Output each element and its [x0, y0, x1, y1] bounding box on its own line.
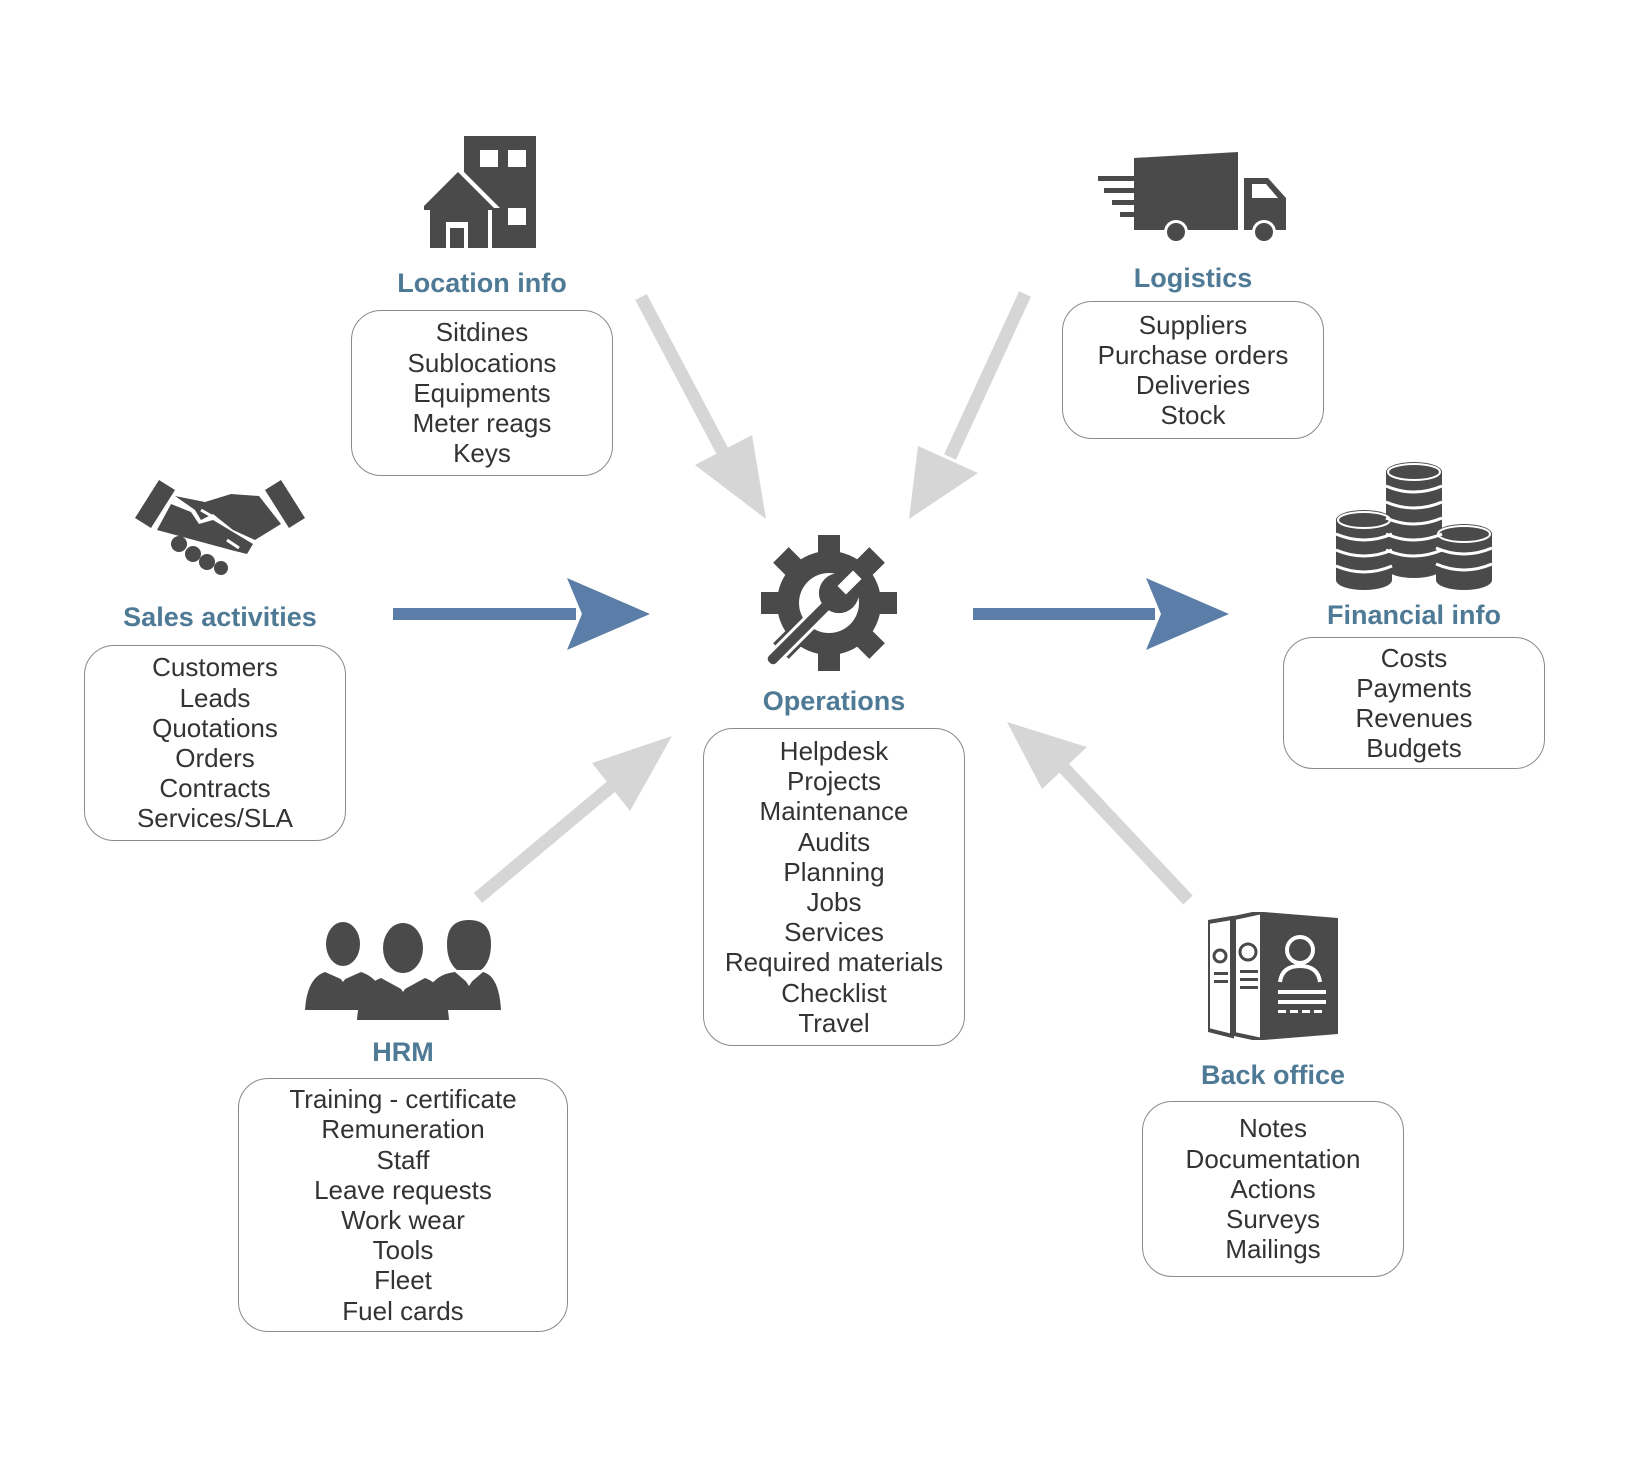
- node-title: Back office: [1200, 1060, 1346, 1090]
- coins-icon: [1283, 462, 1545, 590]
- node-back-office: Back office Notes Documentation Actions …: [1142, 912, 1404, 1277]
- list-item: Maintenance: [759, 796, 909, 827]
- items-box: Costs Payments Revenues Budgets: [1283, 637, 1545, 769]
- list-item: Mailings: [1225, 1234, 1321, 1265]
- items-box: Suppliers Purchase orders Deliveries Sto…: [1062, 301, 1324, 439]
- list-item: Suppliers: [1138, 309, 1248, 340]
- arrow-logistics-to-operations: [909, 291, 1031, 519]
- node-title: Sales activities: [123, 602, 317, 632]
- node-title: Logistics: [1133, 263, 1253, 293]
- list-item: Documentation: [1185, 1143, 1361, 1174]
- list-item: Sitdines: [435, 317, 529, 348]
- node-location-info: Location info Sitdines Sublocations Equi…: [351, 134, 613, 476]
- list-item: Planning: [783, 856, 885, 887]
- list-item: Services: [784, 917, 884, 948]
- list-item: Stock: [1160, 400, 1226, 431]
- list-item: Fleet: [374, 1265, 432, 1296]
- list-item: Contracts: [159, 773, 271, 804]
- arrow-backoffice-to-operations: [1007, 722, 1193, 905]
- list-item: Required materials: [724, 947, 944, 978]
- items-box: Helpdesk Projects Maintenance Audits Pla…: [703, 728, 965, 1046]
- truck-icon: [1062, 152, 1324, 244]
- arrow-hrm-to-operations: [473, 736, 672, 903]
- list-item: Quotations: [152, 712, 278, 743]
- arrow-operations-to-financial: [973, 578, 1229, 650]
- arrow-sales-to-operations: [393, 578, 650, 650]
- people-icon: [238, 920, 568, 1020]
- node-logistics: Logistics Suppliers Purchase orders Deli…: [1062, 152, 1324, 439]
- list-item: Travel: [798, 1007, 870, 1038]
- list-item: Keys: [453, 438, 511, 469]
- documents-icon: [1142, 912, 1404, 1040]
- node-title: Operations: [762, 686, 906, 716]
- list-item: Actions: [1230, 1173, 1316, 1204]
- list-item: Costs: [1380, 642, 1448, 673]
- list-item: Orders: [175, 743, 255, 773]
- items-box: Customers Leads Quotations Orders Contra…: [84, 645, 346, 841]
- gear-wrench-icon: [703, 533, 965, 675]
- list-item: Services/SLA: [136, 803, 294, 834]
- list-item: Jobs: [806, 887, 862, 917]
- list-item: Surveys: [1226, 1204, 1320, 1235]
- list-item: Checklist: [781, 977, 887, 1008]
- list-item: Leave requests: [314, 1174, 492, 1205]
- list-item: Remuneration: [321, 1114, 485, 1145]
- list-item: Work wear: [341, 1205, 465, 1235]
- node-sales-activities: Sales activities Customers Leads Quotati…: [84, 480, 356, 841]
- list-item: Sublocations: [407, 347, 557, 378]
- list-item: Equipments: [413, 377, 551, 408]
- list-item: Tools: [372, 1235, 434, 1266]
- arrow-location-to-operations: [635, 293, 766, 519]
- items-box: Training - certificate Remuneration Staf…: [238, 1078, 568, 1332]
- handshake-icon: [84, 480, 356, 576]
- node-title: Location info: [397, 268, 567, 298]
- list-item: Projects: [787, 766, 881, 797]
- list-item: Customers: [152, 652, 278, 683]
- node-operations: Operations Helpdesk Projects Maintenance…: [703, 533, 965, 1046]
- list-item: Meter reags: [412, 408, 552, 439]
- list-item: Payments: [1356, 672, 1472, 703]
- list-item: Training - certificate: [289, 1084, 517, 1115]
- list-item: Purchase orders: [1097, 339, 1289, 370]
- list-item: Revenues: [1355, 703, 1473, 733]
- building-icon: [422, 134, 542, 248]
- node-title: Financial info: [1326, 600, 1501, 630]
- list-item: Staff: [376, 1144, 430, 1175]
- node-hrm: HRM Training - certificate Remuneration …: [238, 920, 568, 1332]
- list-item: Helpdesk: [779, 735, 889, 766]
- node-financial-info: Financial info Costs Payments Revenues B…: [1283, 462, 1545, 769]
- list-item: Budgets: [1366, 733, 1462, 764]
- list-item: Leads: [179, 682, 251, 713]
- list-item: Notes: [1239, 1113, 1307, 1144]
- list-item: Fuel cards: [342, 1295, 464, 1326]
- list-item: Audits: [797, 826, 871, 857]
- node-title: HRM: [372, 1037, 434, 1067]
- items-box: Notes Documentation Actions Surveys Mail…: [1142, 1101, 1404, 1277]
- list-item: Deliveries: [1135, 370, 1251, 400]
- items-box: Sitdines Sublocations Equipments Meter r…: [351, 310, 613, 476]
